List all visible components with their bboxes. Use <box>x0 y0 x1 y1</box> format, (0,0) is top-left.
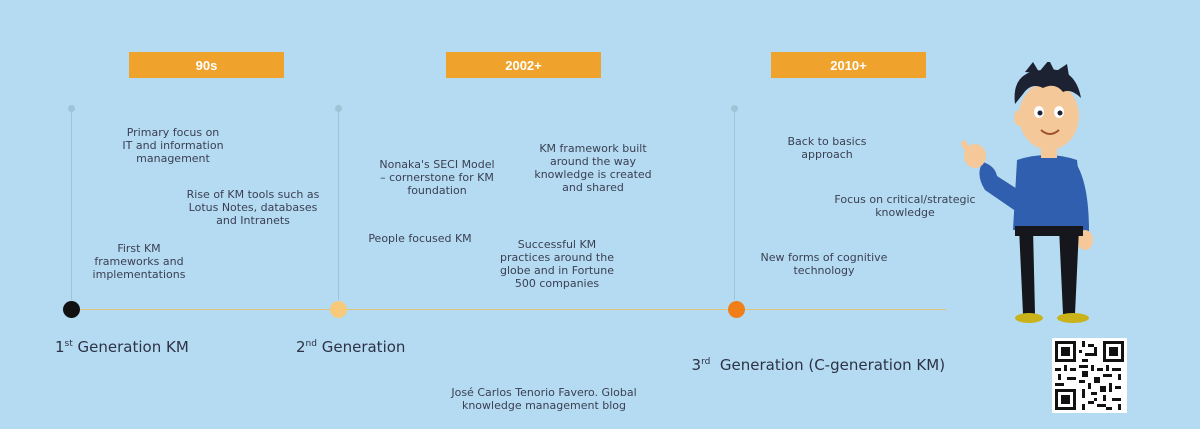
note-primary-focus: Primary focus on IT and information mana… <box>108 126 238 165</box>
qr-code[interactable] <box>1052 338 1127 413</box>
note-line: implementations <box>92 268 186 281</box>
note-back-to-basics: Back to basics approach <box>772 135 882 161</box>
source-credit: José Carlos Tenorio Favero. Global knowl… <box>451 386 637 412</box>
note-line: First KM <box>117 242 161 255</box>
generation-ordinal: st <box>64 339 73 349</box>
note-line: and shared <box>562 181 624 194</box>
note-line: Rise of KM tools such as <box>186 188 320 201</box>
note-line: Successful KM <box>517 238 597 251</box>
note-successful-km: Successful KM practices around the globe… <box>490 238 624 290</box>
note-line: and Intranets <box>216 214 290 227</box>
timeline-node-1st-generation <box>63 301 80 318</box>
note-line: foundation <box>407 184 467 197</box>
generation-text: Generation <box>316 338 406 356</box>
note-line: People focused KM <box>368 232 472 245</box>
note-critical-knowledge: Focus on critical/strategic knowledge <box>826 193 984 219</box>
generation-number: 2 <box>296 338 306 356</box>
generation-ordinal: nd <box>305 339 317 349</box>
note-line: – cornerstone for KM <box>380 171 494 184</box>
timeline-axis <box>72 309 946 310</box>
generation-number: 3 <box>691 356 702 374</box>
timeline-node-3rd-generation <box>728 301 745 318</box>
note-line: Back to basics <box>787 135 867 148</box>
generation-text: Generation (C-generation KM) <box>710 356 946 374</box>
note-line: knowledge is created <box>534 168 652 181</box>
note-line: approach <box>801 148 853 161</box>
cartoon-character-illustration <box>961 62 1093 323</box>
note-line: 500 companies <box>514 277 600 290</box>
generation-ordinal: rd <box>701 357 711 367</box>
generation-number: 1 <box>55 338 65 356</box>
note-seci-model: Nonaka's SECI Model – cornerstone for KM… <box>368 158 506 197</box>
era-label-2002: 2002+ <box>446 52 601 78</box>
generation-label-2nd: 2nd Generation <box>296 338 405 356</box>
note-line: Focus on critical/strategic <box>834 193 976 206</box>
note-km-framework: KM framework built around the way knowle… <box>526 142 660 194</box>
stem-dot-1 <box>68 105 75 112</box>
note-line: technology <box>793 264 855 277</box>
note-line: New forms of cognitive <box>760 251 888 264</box>
note-cognitive-technology: New forms of cognitive technology <box>752 251 896 277</box>
note-line: globe and in Fortune <box>500 264 614 277</box>
note-line: Nonaka's SECI Model <box>379 158 495 171</box>
note-line: IT and information <box>122 139 224 152</box>
generation-label-3rd: 3rd Generation (C-generation KM) <box>682 338 946 374</box>
note-line: management <box>136 152 210 165</box>
note-line: around the way <box>550 155 636 168</box>
qr-code-icon <box>1052 338 1127 413</box>
note-first-frameworks: First KM frameworks and implementations <box>84 242 194 281</box>
note-line: Primary focus on <box>126 126 220 139</box>
timeline-node-2nd-generation <box>330 301 347 318</box>
note-line: Lotus Notes, databases <box>188 201 318 214</box>
generation-text: Generation KM <box>72 338 189 356</box>
note-km-tools: Rise of KM tools such as Lotus Notes, da… <box>178 188 328 227</box>
note-line: frameworks and <box>94 255 184 268</box>
note-line: practices around the <box>500 251 614 264</box>
stem-line-3 <box>734 110 735 300</box>
note-line: KM framework built <box>539 142 647 155</box>
era-label-90s: 90s <box>129 52 284 78</box>
stem-line-2 <box>338 110 339 300</box>
generation-label-1st: 1st Generation KM <box>55 338 189 356</box>
note-line: knowledge <box>875 206 935 219</box>
stem-dot-3 <box>731 105 738 112</box>
stem-dot-2 <box>335 105 342 112</box>
era-label-2010: 2010+ <box>771 52 926 78</box>
note-people-focused: People focused KM <box>364 232 476 245</box>
stem-line-1 <box>71 110 72 300</box>
